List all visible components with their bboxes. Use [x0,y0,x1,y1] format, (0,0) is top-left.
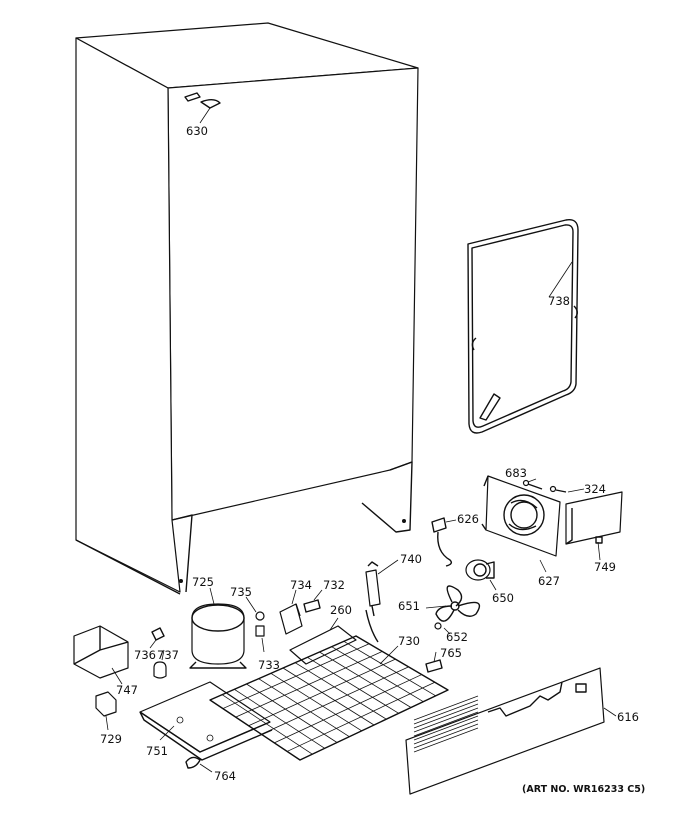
cabinet [75,22,419,595]
label-751: 751 [146,744,168,758]
part-730-condenser [209,635,449,761]
label-683: 683 [505,466,527,480]
part-738-heater-loop [467,219,579,434]
part-747-box [73,625,129,685]
label-737: 737 [157,648,179,662]
grille-slots [413,695,479,753]
screws-683-324 [522,478,585,493]
condenser-tubes [209,635,449,761]
part-725-compressor [189,587,247,669]
part-650-fan-motor [465,559,497,591]
part-616-grille [405,667,617,795]
label-738: 738 [548,294,570,308]
label-747: 747 [116,683,138,697]
label-735: 735 [230,585,252,599]
part-751-base-pan [139,681,273,761]
callout-labels: 630 738 683 324 626 749 627 650 740 725 … [100,124,645,795]
part-627-fan-shroud [481,475,561,573]
label-740: 740 [400,552,422,566]
part-630-clip [184,92,221,124]
part-729-block [95,691,117,731]
label-765: 765 [440,646,462,660]
label-732: 732 [323,578,345,592]
art-number: (ART NO. WR16233 C5) [522,784,645,795]
label-736: 736 [134,648,156,662]
label-260: 260 [330,603,352,617]
label-651: 651 [398,599,420,613]
label-616: 616 [617,710,639,724]
label-729: 729 [100,732,122,746]
label-652: 652 [446,630,468,644]
part-740-drier [365,559,399,643]
part-764-clip [185,756,213,773]
label-764: 764 [214,769,236,783]
label-730: 730 [398,634,420,648]
label-626: 626 [457,512,479,526]
label-324: 324 [584,482,606,496]
label-733: 733 [258,658,280,672]
label-650: 650 [492,591,514,605]
parts-736-737 [149,627,167,679]
label-630: 630 [186,124,208,138]
label-734: 734 [290,578,312,592]
label-749: 749 [594,560,616,574]
part-765-clip [425,651,443,673]
label-627: 627 [538,574,560,588]
part-626-bracket [431,517,457,567]
part-651-fan-blade [425,585,481,635]
label-725: 725 [192,575,214,589]
part-749-cover [565,491,623,561]
parts-relay-overload [245,589,357,665]
